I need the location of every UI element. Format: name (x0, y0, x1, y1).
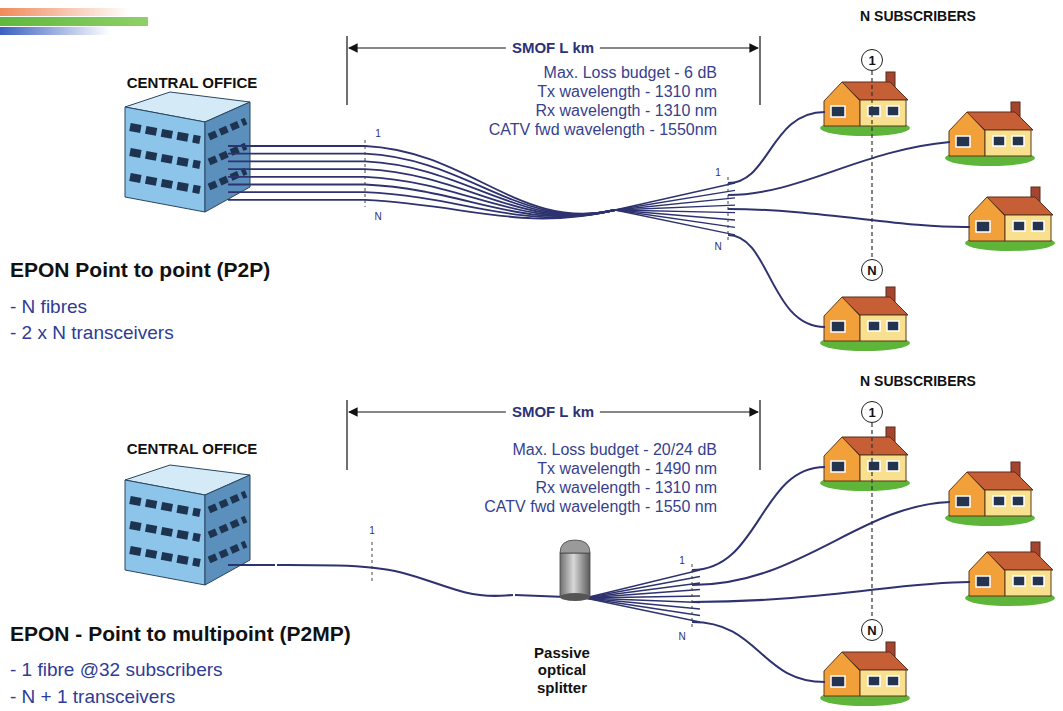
fibre-index: N (374, 211, 381, 222)
node-text: Passive optical splitter (513, 644, 611, 696)
subscriber-house (945, 102, 1035, 166)
fibre (615, 205, 735, 210)
fibre-index: 1 (715, 167, 721, 178)
fibre-index: N (714, 241, 721, 252)
logo-bar (0, 27, 110, 35)
feature-note: - 2 x N transceivers (10, 323, 174, 344)
logo-bar (0, 17, 148, 26)
subscriber-house (820, 72, 910, 136)
cut-line (372, 542, 373, 582)
splitter-base (560, 593, 590, 601)
fibre (228, 177, 615, 216)
section-title: EPON - Point to multipoint (P2MP) (10, 622, 351, 645)
central-office: CENTRAL OFFICE (107, 438, 277, 595)
parameter-text: Tx wavelength - 1310 nm (537, 83, 717, 101)
callout-circle: 1 (861, 49, 883, 71)
feature-note: - 1 fibre @32 subscribers (10, 660, 223, 681)
subscriber-house (820, 287, 910, 351)
dimension-label: SMOF L km (506, 404, 600, 421)
section-title: EPON Point to point (P2P) (10, 258, 270, 281)
node-text: 1 (868, 406, 875, 419)
group-heading: N SUBSCRIBERS (860, 9, 976, 24)
subscriber-house (965, 542, 1055, 606)
fibre (585, 598, 700, 622)
fibre (585, 583, 700, 598)
dimension-tick (759, 36, 760, 105)
fibre-stub (515, 595, 566, 597)
parameter-text: CATV fwd wavelength - 1550 nm (484, 498, 717, 516)
drop-fibre (692, 502, 950, 585)
passive-splitter: Passive optical splitter (513, 540, 611, 702)
node-text: CENTRAL OFFICE (107, 440, 277, 457)
cut-line (728, 177, 729, 241)
feeder-fibre (277, 565, 513, 596)
central-office-building (125, 465, 250, 585)
fibre-index: N (678, 631, 685, 642)
range-line (871, 71, 872, 259)
subscriber-house (820, 427, 910, 491)
fibre (228, 200, 615, 219)
drop-fibre (692, 582, 970, 602)
node-text: 1 (868, 54, 875, 67)
callout-circle: N (861, 259, 883, 281)
parameter-text: Max. Loss budget - 20/24 dB (512, 441, 717, 459)
fibre (585, 570, 700, 598)
dimension-tick (346, 400, 347, 470)
fibre-index: 1 (679, 555, 685, 566)
logo-bar (0, 8, 130, 16)
splitter-can (560, 553, 590, 597)
central-office-building (125, 92, 250, 212)
drop-fibre (728, 209, 970, 227)
fibre-bundle (228, 146, 735, 622)
drop-fibre (692, 622, 825, 682)
fibre-stub (228, 564, 275, 566)
cut-line (365, 140, 366, 207)
fibre (585, 577, 700, 599)
subscriber-house (820, 642, 910, 706)
fibre (615, 210, 735, 227)
dimension-tick (346, 36, 347, 105)
range-line (871, 423, 872, 619)
fibre (228, 146, 615, 214)
fibre (615, 190, 735, 210)
central-office: CENTRAL OFFICE (107, 72, 277, 214)
fibre (585, 596, 700, 598)
splitter-body (560, 540, 590, 601)
node-text: CENTRAL OFFICE (107, 74, 277, 91)
splitter-dome (560, 540, 590, 553)
feature-note: - N + 1 transceivers (10, 687, 175, 708)
fibre-index: 1 (375, 128, 381, 139)
callout-circle: 1 (861, 401, 883, 423)
fibre (585, 598, 700, 616)
parameter-text: Tx wavelength - 1490 nm (537, 460, 717, 478)
cut-markers (365, 140, 728, 628)
drop-fibre (728, 235, 825, 327)
dimension-label: SMOF L km (506, 40, 600, 57)
fibre (615, 183, 735, 210)
drop-fibres (228, 112, 970, 682)
group-heading: N SUBSCRIBERS (860, 374, 976, 389)
parameter-text: Rx wavelength - 1310 nm (536, 479, 717, 497)
fibre (585, 590, 700, 599)
cut-line (692, 564, 693, 628)
subscriber-house (965, 187, 1055, 251)
node-text: N (867, 624, 876, 637)
fibre (615, 198, 735, 210)
fibre (228, 161, 615, 214)
feature-note: - N fibres (10, 297, 87, 318)
callout-circle: N (861, 619, 883, 641)
fibre (615, 210, 735, 235)
dimension-tick (759, 400, 760, 470)
node-text: N (867, 264, 876, 277)
parameter-text: Max. Loss budget - 6 dB (544, 64, 717, 82)
parameter-text: CATV fwd wavelength - 1550nm (489, 121, 717, 139)
drop-fibre (728, 142, 950, 195)
drop-fibre (728, 112, 825, 183)
subscriber-house (945, 462, 1035, 526)
fibre-index: 1 (369, 525, 375, 536)
parameter-text: Rx wavelength - 1310 nm (536, 102, 717, 120)
